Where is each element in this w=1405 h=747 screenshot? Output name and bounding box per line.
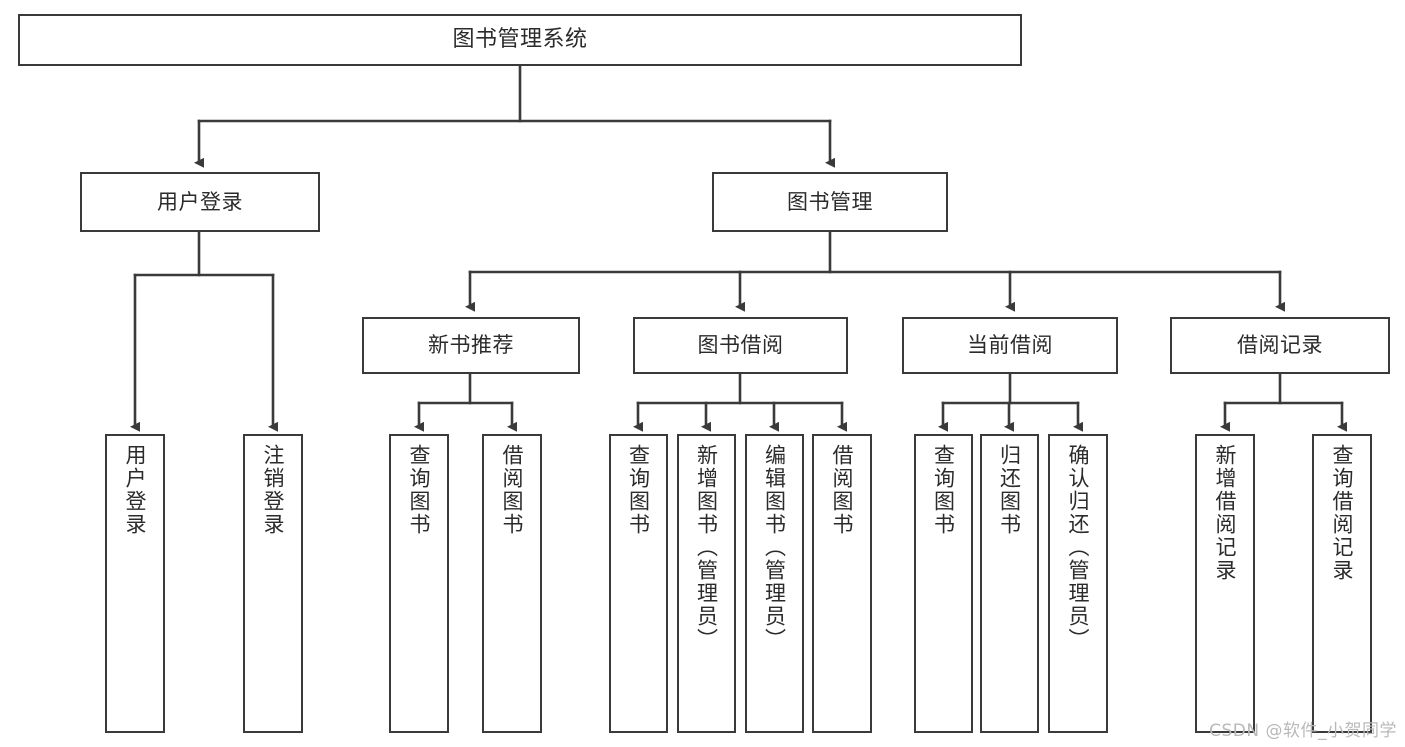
node-label: 查询图书 [407,444,432,536]
node-label: 注销登录 [261,444,286,536]
node-leaf-query-borrow-record[interactable]: 查询借阅记录 [1312,434,1372,733]
node-label: 借阅图书 [500,444,525,536]
node-leaf-user-login[interactable]: 用户登录 [105,434,165,733]
node-leaf-query-book-borrow[interactable]: 查询图书 [609,434,668,733]
node-label: 图书借阅 [697,333,784,358]
node-leaf-add-borrow-record[interactable]: 新增借阅记录 [1195,434,1255,733]
node-user-login[interactable]: 用户登录 [80,172,320,232]
node-book-borrow[interactable]: 图书借阅 [633,317,848,374]
node-label: 用户登录 [123,444,148,536]
node-leaf-borrow-book[interactable]: 借阅图书 [812,434,872,733]
csdn-watermark: CSDN @软件_小贺同学 [1209,721,1397,741]
node-leaf-add-book-admin[interactable]: 新增图书（管理员） [677,434,736,733]
node-current-borrow[interactable]: 当前借阅 [902,317,1118,374]
node-label: 查询图书 [931,444,956,536]
node-leaf-return-book[interactable]: 归还图书 [980,434,1039,733]
node-label: 归还图书 [997,444,1022,536]
node-label: 新书推荐 [428,333,514,358]
node-new-book-recommend[interactable]: 新书推荐 [362,317,580,374]
node-label: 图书管理系统 [452,26,588,52]
node-borrow-record[interactable]: 借阅记录 [1170,317,1390,374]
node-label: 图书管理 [787,189,873,214]
node-label: 新增借阅记录 [1213,444,1238,582]
node-leaf-borrow-book-recommend[interactable]: 借阅图书 [482,434,542,733]
node-root-book-management-system[interactable]: 图书管理系统 [18,14,1022,66]
node-label: 当前借阅 [967,333,1053,358]
node-label: 借阅记录 [1237,333,1323,358]
node-label: 确认归还（管理员） [1066,444,1091,651]
node-leaf-logout[interactable]: 注销登录 [243,434,303,733]
node-label: 查询借阅记录 [1330,444,1355,582]
node-label: 用户登录 [157,189,243,214]
node-leaf-query-book-recommend[interactable]: 查询图书 [389,434,449,733]
node-label: 编辑图书（管理员） [762,444,787,651]
node-leaf-confirm-return-admin[interactable]: 确认归还（管理员） [1048,434,1108,733]
node-leaf-edit-book-admin[interactable]: 编辑图书（管理员） [745,434,804,733]
node-leaf-query-book-current[interactable]: 查询图书 [914,434,973,733]
node-book-management[interactable]: 图书管理 [712,172,948,232]
node-label: 借阅图书 [830,444,855,536]
node-label: 新增图书（管理员） [694,444,719,651]
node-label: 查询图书 [626,444,651,536]
